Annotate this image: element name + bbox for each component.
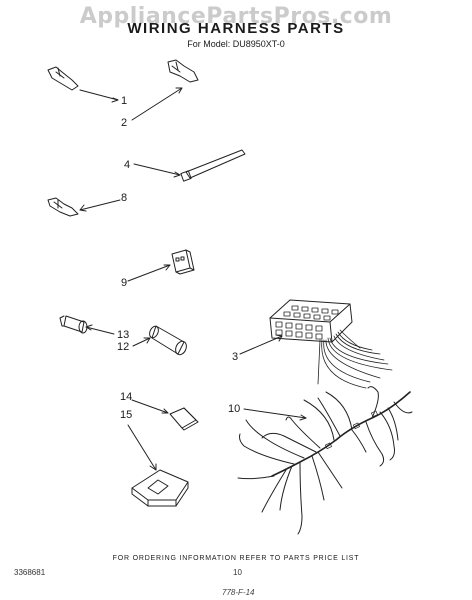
- callout-14: 14: [120, 391, 132, 403]
- leader-line-3: [239, 335, 283, 355]
- callout-2: 2: [121, 117, 127, 129]
- part-2-terminal: [167, 59, 199, 83]
- part-3-connector-housing: [269, 299, 353, 343]
- part-4-cable-tie: [180, 149, 246, 182]
- watermark: AppliancePartsPros.com: [79, 4, 393, 29]
- callout-8: 8: [121, 192, 127, 204]
- leader-line-8: [79, 199, 121, 211]
- arrow-15: [149, 463, 157, 471]
- arrow-14: [161, 408, 169, 414]
- leader-line-10: [243, 408, 307, 419]
- page-title: WIRING HARNESS PARTS: [127, 20, 345, 37]
- arrow-12: [143, 337, 151, 344]
- leader-line-4: [133, 163, 181, 176]
- leader-line-9: [127, 264, 171, 282]
- leader-line-12: [132, 337, 151, 347]
- leader-line-15: [127, 424, 157, 471]
- part-13-wire-nut: [59, 315, 88, 334]
- arrow-10: [299, 414, 307, 421]
- model-subtitle: For Model: DU8950XT-0: [187, 39, 285, 49]
- leader-line-1: [79, 89, 119, 101]
- page-number: 10: [233, 568, 242, 577]
- callout-15: 15: [120, 409, 132, 421]
- part-8-terminal: [47, 197, 79, 217]
- callout-1: 1: [121, 95, 127, 107]
- callout-13: 13: [117, 329, 129, 341]
- part-12-splice-sleeve: [149, 325, 187, 356]
- bottom-code: 778-F-14: [222, 588, 255, 597]
- arrow-9: [163, 264, 171, 271]
- ordering-note: FOR ORDERING INFORMATION REFER TO PARTS …: [112, 555, 360, 562]
- leader-line-2: [131, 87, 183, 121]
- connector-3-wire-fanout: [317, 329, 393, 389]
- arrow-8: [79, 204, 87, 212]
- document-number: 3368681: [14, 568, 46, 577]
- part-15-connector-housing: [131, 469, 189, 507]
- arrow-3: [275, 334, 283, 342]
- arrow-13: [85, 324, 93, 331]
- callout-4: 4: [124, 159, 130, 171]
- leader-line-13: [85, 326, 115, 335]
- arrow-1: [111, 97, 119, 103]
- part-9-connector: [171, 249, 195, 275]
- callout-12: 12: [117, 341, 129, 353]
- part-14-connector: [169, 407, 199, 431]
- leader-line-14: [131, 399, 169, 414]
- callout-3: 3: [232, 351, 238, 363]
- callout-10: 10: [228, 403, 240, 415]
- arrow-4: [173, 171, 181, 178]
- callout-9: 9: [121, 277, 127, 289]
- arrow-2: [175, 87, 183, 94]
- part-1-terminal: [47, 66, 79, 91]
- part-10-wiring-harness: [237, 386, 413, 535]
